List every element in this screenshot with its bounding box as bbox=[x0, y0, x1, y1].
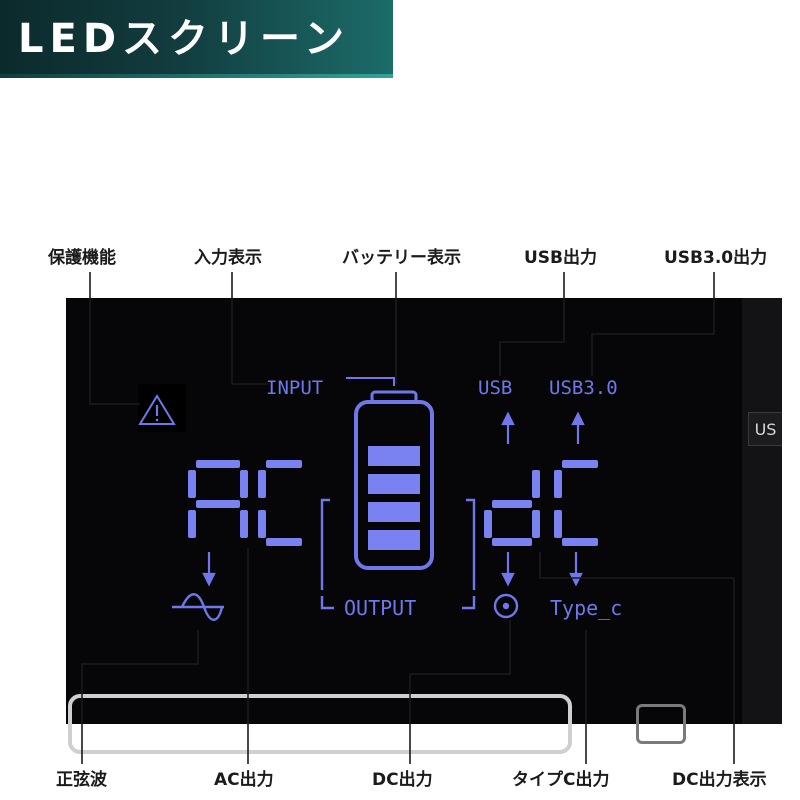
label-protection: 保護機能 bbox=[48, 248, 116, 268]
banner-title: LEDスクリーン bbox=[18, 16, 351, 62]
battery-bar-1 bbox=[368, 446, 420, 466]
screen-edge bbox=[742, 298, 782, 724]
lcd-usb3-label: USB3.0 bbox=[549, 377, 618, 399]
label-type-c-output: タイプC出力 bbox=[512, 770, 610, 790]
label-battery-display: バッテリー表示 bbox=[342, 248, 461, 268]
output-bracket bbox=[320, 498, 476, 610]
side-usb-button[interactable]: US bbox=[748, 412, 782, 446]
warning-icon bbox=[138, 384, 186, 432]
banner-underline bbox=[0, 74, 393, 78]
label-usb-output: USB出力 bbox=[524, 248, 598, 268]
bottom-panel-frame bbox=[68, 694, 572, 754]
battery-bar-3 bbox=[368, 502, 420, 522]
bottom-panel-button[interactable] bbox=[636, 704, 686, 744]
battery-bar-2 bbox=[368, 474, 420, 494]
title-banner: LEDスクリーン bbox=[0, 0, 393, 78]
dc-segment-display bbox=[484, 460, 598, 546]
label-usb3-output: USB3.0出力 bbox=[664, 248, 768, 268]
battery-bar-4 bbox=[368, 530, 420, 550]
dc-port-icon bbox=[493, 593, 519, 619]
label-dc-output: DC出力 bbox=[372, 770, 433, 790]
label-ac-output: AC出力 bbox=[214, 770, 274, 790]
lcd-typec-label: Type_c bbox=[550, 596, 623, 620]
ac-segment-display bbox=[188, 460, 302, 546]
lcd-screen bbox=[66, 298, 782, 724]
sine-wave-icon bbox=[172, 593, 224, 621]
battery-icon bbox=[354, 390, 434, 570]
leader-lines bbox=[81, 272, 735, 764]
lcd-input-label: INPUT bbox=[266, 377, 324, 399]
lcd-usb-label: USB bbox=[478, 377, 513, 399]
label-input-display: 入力表示 bbox=[194, 248, 262, 268]
label-dc-output-display: DC出力表示 bbox=[672, 770, 767, 790]
lcd-output-label: OUTPUT bbox=[344, 596, 417, 620]
label-sine-wave: 正弦波 bbox=[56, 770, 107, 790]
